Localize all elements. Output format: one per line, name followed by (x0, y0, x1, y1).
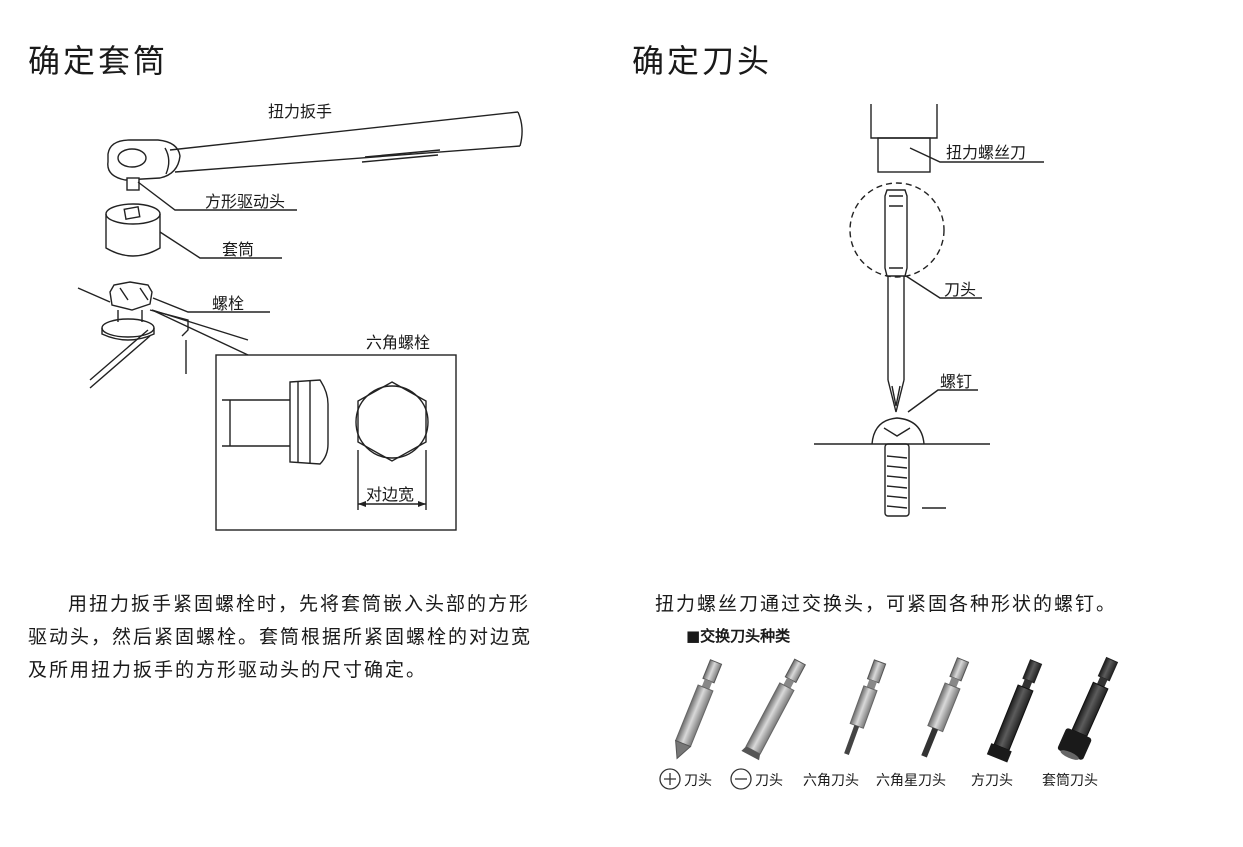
label-width-across-flats: 对边宽 (366, 485, 415, 504)
bit-shank (884, 189, 908, 277)
slotted-bit (741, 658, 806, 761)
left-paragraph-text: 用扭力扳手紧固螺栓时，先将套筒嵌入头部的方形驱动头，然后紧固螺栓。套筒根据所紧固… (28, 593, 533, 681)
label-screw: 螺钉 (940, 372, 973, 391)
label-square-drive: 方形驱动头 (205, 192, 286, 211)
bit-label-square: 方刀头 (971, 773, 1013, 789)
bit-highlight-circle (849, 182, 945, 278)
label-screwdriver: 扭力螺丝刀 (946, 143, 1027, 162)
label-bolt: 螺栓 (212, 294, 245, 313)
bit-label-hex: 六角刀头 (803, 773, 859, 789)
bits-heading: ■交换刀头种类 (686, 627, 791, 645)
square-bit (986, 659, 1043, 763)
left-section-title: 确定套筒 (28, 42, 169, 80)
label-hex-bolt: 六角螺栓 (366, 333, 431, 352)
label-socket: 套筒 (222, 240, 255, 259)
bit-label-slotted: 刀头 (755, 773, 783, 789)
screw-shank (884, 443, 910, 517)
square-drive (126, 177, 140, 191)
label-wrench: 扭力扳手 (268, 102, 333, 121)
bolt-head (109, 281, 153, 311)
hex-bolt-inset (215, 354, 457, 531)
minus-circle-icon (730, 768, 752, 790)
bit-label-torx: 六角星刀头 (876, 773, 946, 789)
hex-outline (357, 381, 427, 462)
left-paragraph: 用扭力扳手紧固螺栓时，先将套筒嵌入头部的方形驱动头，然后紧固螺栓。套筒根据所紧固… (28, 588, 543, 687)
socket (105, 203, 161, 225)
plus-circle-icon (659, 768, 681, 790)
screwdriver-body (870, 104, 938, 139)
torx-bit (921, 657, 970, 758)
screw-head (871, 417, 925, 445)
right-section-title: 确定刀头 (632, 42, 773, 80)
phillips-bit (674, 659, 723, 760)
bit-label-socket: 套筒刀头 (1042, 773, 1098, 789)
label-bit: 刀头 (944, 280, 977, 299)
socket-bit (1057, 656, 1119, 760)
hex-bit (844, 659, 887, 755)
right-paragraph: 扭力螺丝刀通过交换头，可紧固各种形状的螺钉。 (655, 593, 1118, 615)
wrench-head (107, 139, 181, 181)
bit-label-phillips: 刀头 (684, 773, 712, 789)
wrench-handle (169, 111, 521, 173)
